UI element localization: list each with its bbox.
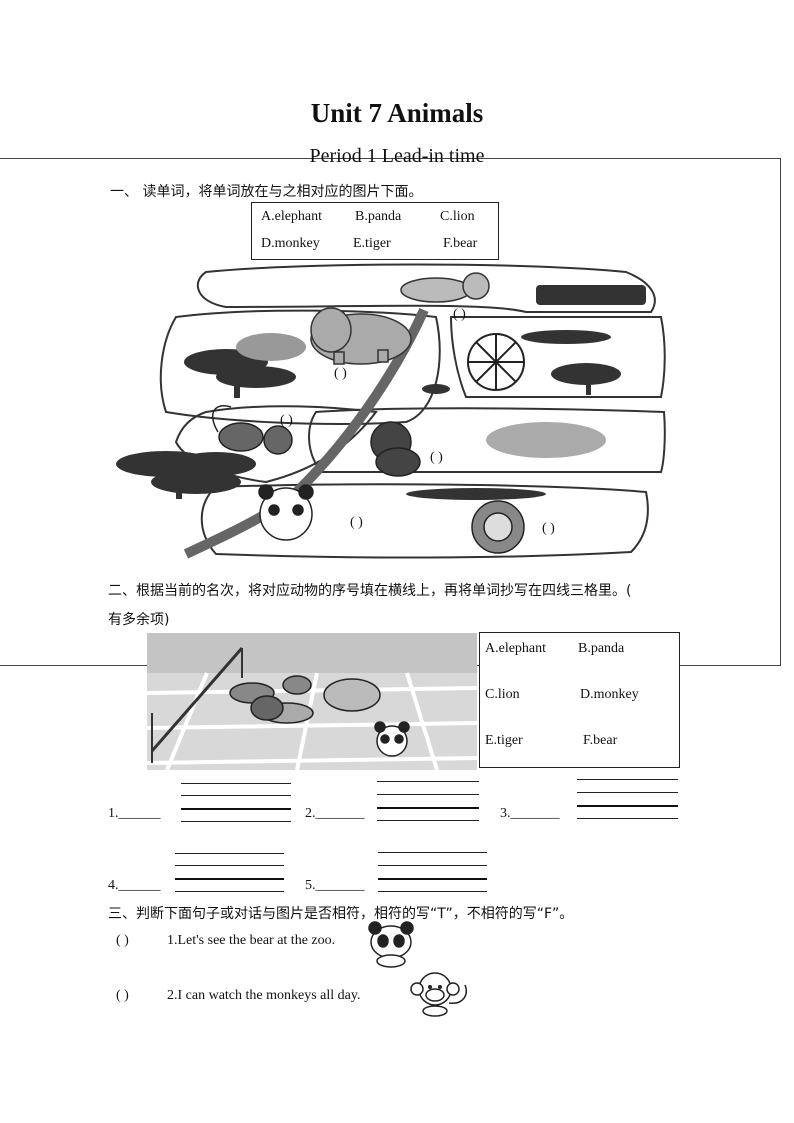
- tf-blank-2[interactable]: ( ): [116, 988, 129, 1003]
- page-title: Unit 7 Animals: [310, 98, 484, 128]
- option-bear: F.bear: [443, 236, 478, 251]
- option-lion-2: C.lion: [485, 687, 520, 702]
- sentence-1: 1.Let's see the bear at the zoo.: [167, 933, 336, 948]
- map-blank-panda[interactable]: ( ): [350, 515, 363, 530]
- writing-grid-2[interactable]: [377, 781, 479, 821]
- option-tiger: E.tiger: [353, 236, 391, 251]
- section1-instruction: 一、 读单词，将单词放在与之相对应的图片下面。: [110, 184, 423, 200]
- word-box-1: A.elephant B.panda C.lion D.monkey E.tig…: [251, 202, 499, 260]
- section2-instruction-line2: 有多余项): [108, 612, 170, 628]
- word-box-2: A.elephant B.panda C.lion D.monkey E.tig…: [479, 632, 680, 768]
- writing-grid-5[interactable]: [378, 852, 487, 892]
- sentence-2: 2.I can watch the monkeys all day.: [167, 988, 361, 1003]
- option-lion: C.lion: [440, 209, 475, 224]
- map-blank-monkey[interactable]: ( ): [280, 413, 293, 428]
- monkey-picture: [410, 972, 467, 1017]
- option-monkey-2: D.monkey: [580, 687, 639, 702]
- option-elephant-2: A.elephant: [485, 641, 547, 656]
- option-panda: B.panda: [355, 209, 402, 224]
- option-panda-2: B.panda: [578, 641, 625, 656]
- map-blank-lion[interactable]: ( ): [542, 521, 555, 536]
- rank-blank-5[interactable]: 5._______: [305, 878, 365, 893]
- map-blank-elephant[interactable]: ( ): [334, 366, 347, 381]
- writing-grid-1[interactable]: [181, 783, 291, 823]
- rank-blank-3[interactable]: 3._______: [500, 806, 560, 821]
- tf-blank-1[interactable]: ( ): [116, 933, 129, 948]
- map-blank-tiger[interactable]: ( ): [453, 307, 466, 322]
- option-elephant: A.elephant: [261, 209, 323, 224]
- rank-blank-1[interactable]: 1.______: [108, 806, 161, 821]
- option-tiger-2: E.tiger: [485, 733, 523, 748]
- map-blank-bear[interactable]: ( ): [430, 450, 443, 465]
- rank-blank-4[interactable]: 4.______: [108, 878, 161, 893]
- option-bear-2: F.bear: [583, 733, 618, 748]
- option-monkey: D.monkey: [261, 236, 320, 251]
- race-illustration: [147, 633, 477, 770]
- rank-blank-2[interactable]: 2._______: [305, 806, 365, 821]
- panda-picture: [368, 921, 414, 968]
- page-subtitle: Period 1 Lead-in time: [309, 145, 485, 167]
- writing-grid-3[interactable]: [577, 779, 678, 819]
- writing-grid-4[interactable]: [175, 853, 284, 893]
- section3-instruction: 三、判断下面句子或对话与图片是否相符，相符的写“T”，不相符的写“F”。: [108, 906, 574, 922]
- section2-instruction-line1: 二、根据当前的名次，将对应动物的序号填在横线上，再将单词抄写在四线三格里。(: [108, 583, 632, 599]
- zoo-map-illustration: [116, 263, 666, 559]
